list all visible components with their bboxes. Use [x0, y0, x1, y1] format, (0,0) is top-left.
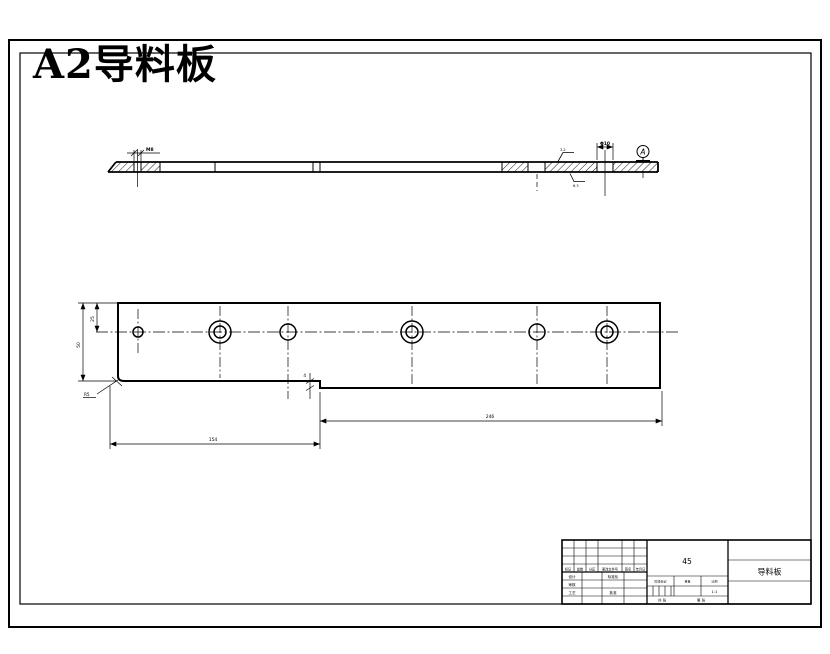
hole-dimension — [596, 143, 614, 160]
sheet-number: 第 张 — [697, 598, 706, 603]
radius-callout — [83, 376, 123, 398]
dim-right — [320, 391, 663, 426]
roughness-mark-bottom: 6.3 — [569, 173, 585, 188]
plan-outline — [117, 302, 661, 389]
side-view: M8 Φ10 A 3.2 6.3 — [107, 141, 659, 196]
side-view-centerlines — [137, 149, 644, 196]
dim-height — [78, 302, 117, 382]
dim-step-label: 4 — [303, 373, 306, 378]
datum-symbol: A — [636, 145, 650, 163]
svg-text:工艺: 工艺 — [568, 590, 576, 595]
hole-label: Φ10 — [600, 141, 610, 147]
svg-text:签名: 签名 — [625, 567, 631, 572]
svg-text:比例: 比例 — [711, 579, 717, 584]
side-view-outline — [107, 161, 659, 173]
dim-left-label: 154 — [209, 437, 218, 443]
revision-headers: 标记 处数 分区 更改文件号 签名 年月日 — [565, 567, 645, 572]
plan-holes — [132, 320, 619, 344]
svg-text:标准化: 标准化 — [608, 574, 619, 579]
title-block-main-dividers — [562, 540, 729, 604]
sheet-count: 共 张 — [658, 598, 667, 603]
plan-centerlines-v — [137, 306, 608, 399]
svg-text:设计: 设计 — [568, 574, 576, 579]
svg-text:更改文件号: 更改文件号 — [602, 567, 618, 572]
roughness-top-value: 3.2 — [560, 148, 566, 152]
svg-text:批准: 批准 — [609, 590, 617, 595]
roughness-mark-top: 3.2 — [557, 148, 574, 162]
dim-half-label: 25 — [90, 316, 96, 322]
svg-text:重量: 重量 — [684, 579, 690, 584]
dim-right-label: 246 — [486, 414, 495, 420]
radius-label: R5 — [84, 392, 90, 397]
part-name: 导料板 — [758, 567, 782, 577]
thread-dimension — [127, 149, 160, 161]
side-view-edges — [133, 162, 614, 172]
svg-text:审核: 审核 — [568, 582, 576, 587]
hatch-areas — [108, 162, 658, 172]
signature-labels: 设计 审核 工艺 标准化 批准 — [568, 574, 618, 595]
svg-text:标记: 标记 — [565, 567, 572, 572]
scale-value: 1:1 — [712, 590, 718, 594]
material-value: 45 — [682, 557, 692, 566]
thread-label: M8 — [146, 147, 154, 153]
info-headers: 阶段标记 重量 比例 — [654, 579, 717, 584]
datum-label: A — [639, 148, 645, 157]
drawing-frame — [8, 39, 822, 628]
svg-text:阶段标记: 阶段标记 — [654, 579, 666, 584]
title-block: 标记 处数 分区 更改文件号 签名 年月日 设计 审核 工艺 标准化 批准 45… — [561, 539, 812, 605]
dim-step — [305, 373, 315, 399]
svg-text:年月日: 年月日 — [636, 567, 646, 572]
svg-text:分区: 分区 — [589, 567, 596, 572]
title-block-grid — [562, 540, 811, 604]
plan-view: 50 25 R5 4 154 246 — [76, 302, 678, 449]
roughness-bottom-value: 6.3 — [573, 184, 579, 188]
svg-text:处数: 处数 — [577, 567, 584, 572]
dim-height-label: 50 — [76, 342, 82, 348]
sheet-title: A2导料板 — [32, 41, 217, 88]
